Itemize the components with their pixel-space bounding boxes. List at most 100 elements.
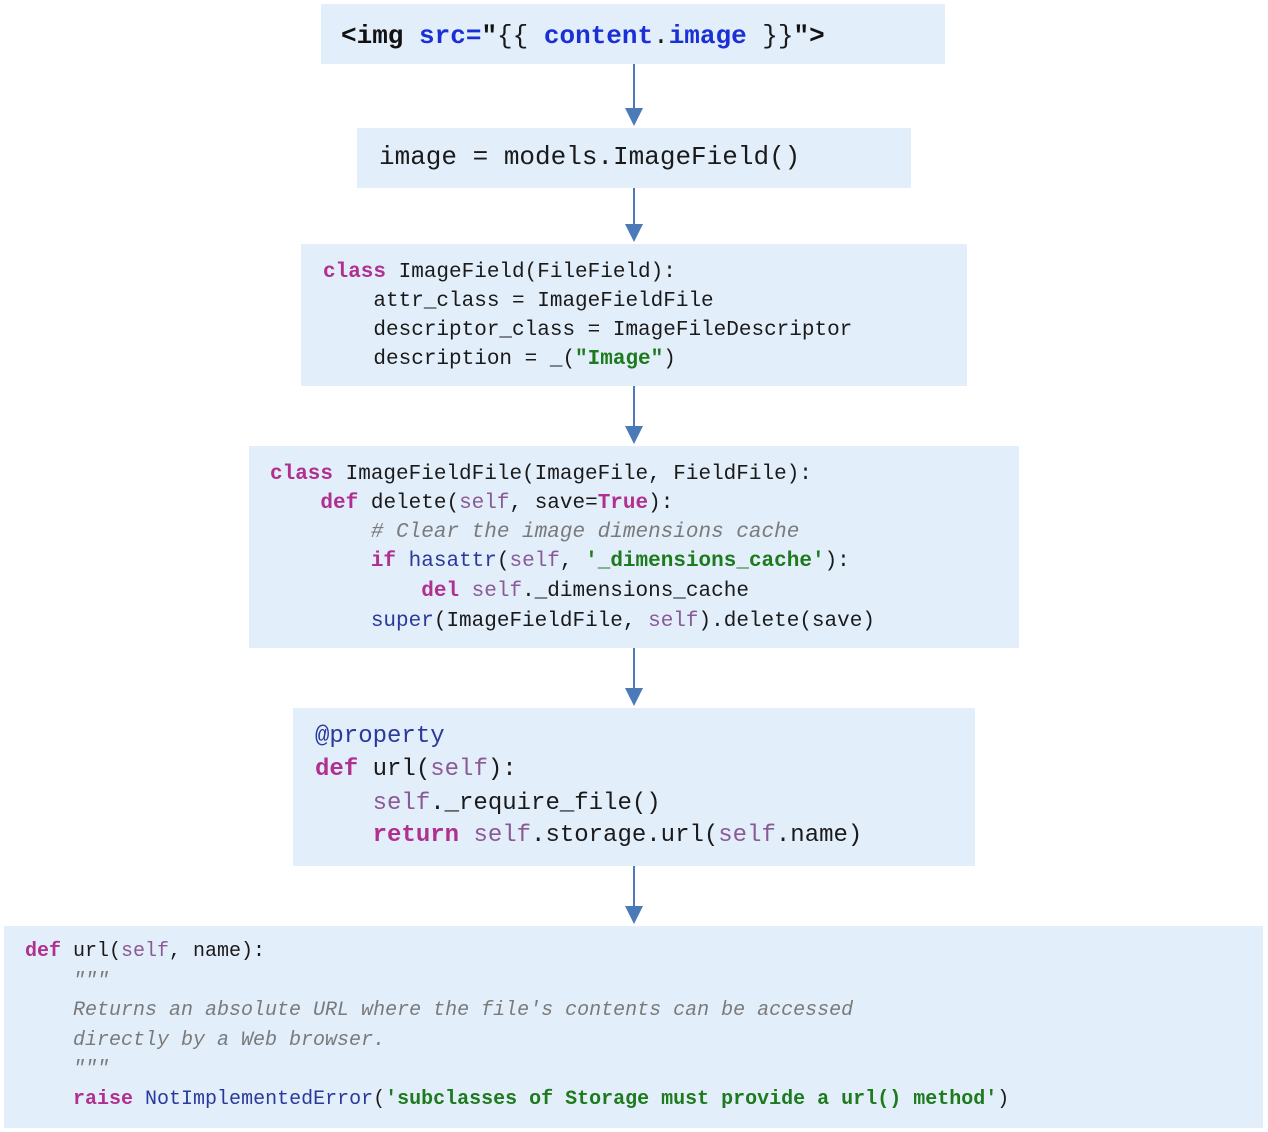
code-token: descriptor_class = ImageFileDescriptor [323, 319, 853, 342]
code-line: self._require_file() [315, 792, 661, 816]
code-line: del self._dimensions_cache [270, 581, 749, 602]
code-token: , name): [169, 940, 266, 963]
code-token: description = _( [323, 348, 576, 371]
code-token: 'subclasses of Storage must provide a ur… [385, 1088, 998, 1111]
flow-arrow [625, 188, 643, 242]
code-line: <img src="{{ content.image }}"> [341, 23, 825, 49]
flow-arrow [625, 648, 643, 706]
code-token [25, 999, 73, 1022]
code-token: (ImageFieldFile, [433, 610, 649, 633]
code-token: "Image" [575, 348, 664, 371]
code-token: url( [61, 940, 122, 963]
model-field-code-box: image = models.ImageField() [357, 128, 911, 188]
code-token: ._require_file() [430, 790, 661, 817]
code-token: , [559, 550, 586, 573]
code-token: """ [73, 970, 110, 993]
code-line: # Clear the image dimensions cache [270, 522, 799, 543]
code-token: ).delete(save) [698, 610, 875, 633]
flow-arrow [625, 866, 643, 924]
code-line: image = models.ImageField() [379, 144, 800, 170]
code-token: self [509, 550, 560, 573]
code-token: self [430, 756, 488, 783]
code-token: <img [341, 21, 420, 51]
code-token: '_dimensions_cache' [585, 550, 825, 573]
code-token: , save= [509, 492, 598, 515]
code-line: def delete(self, save=True): [270, 493, 673, 514]
code-token [25, 970, 73, 993]
flow-arrow [625, 64, 643, 126]
code-token: del [421, 580, 460, 603]
code-token: directly by a Web browser. [73, 1029, 386, 1052]
code-token: self [372, 790, 431, 817]
code-token [270, 521, 371, 544]
url-property-code-box: @property def url(self): self._require_f… [293, 708, 975, 866]
code-token: class [323, 261, 387, 284]
template-code-box: <img src="{{ content.image }}"> [321, 4, 945, 64]
code-token: if [370, 550, 397, 573]
code-line: description = _("Image") [323, 348, 676, 371]
code-token [133, 1088, 145, 1111]
code-line: def url(self): [315, 758, 517, 782]
code-line: raise NotImplementedError('subclasses of… [25, 1090, 1009, 1110]
code-token [459, 822, 473, 849]
code-token: .storage.url( [531, 822, 719, 849]
code-token: self [718, 822, 776, 849]
code-token [25, 1058, 73, 1081]
code-token: " [481, 21, 498, 51]
code-token: content [543, 21, 654, 51]
code-line: """ [25, 1060, 109, 1080]
code-token: True [597, 492, 649, 515]
code-token: self [473, 822, 532, 849]
code-token [25, 1088, 73, 1111]
code-token: ImageField(FileField): [386, 261, 676, 284]
code-token: self [121, 940, 170, 963]
code-token: ) [997, 1088, 1010, 1111]
flow-arrow [625, 386, 643, 444]
code-token: ImageFieldFile(ImageFile, FieldFile): [333, 463, 812, 486]
code-token [315, 822, 373, 849]
code-token: src= [419, 21, 482, 51]
code-token: hasattr [408, 550, 497, 573]
code-token: self [648, 610, 699, 633]
code-token: ) [663, 348, 676, 371]
code-token: ( [373, 1088, 386, 1111]
code-token: ._dimensions_cache [522, 580, 749, 603]
code-token: image [668, 21, 747, 51]
code-token: self [471, 580, 523, 603]
code-token: image = models.ImageField() [379, 142, 801, 172]
code-token [396, 550, 409, 573]
code-token: ): [824, 550, 850, 573]
code-token: # Clear the image dimensions cache [370, 521, 800, 544]
code-token: ( [496, 550, 510, 573]
code-token: @property [315, 723, 445, 750]
code-line: def url(self, name): [25, 942, 265, 962]
code-line: descriptor_class = ImageFileDescriptor [323, 320, 852, 341]
storage-url-code-box: def url(self, name): """ Returns an abso… [4, 926, 1263, 1128]
code-token [459, 580, 472, 603]
code-token [270, 610, 371, 633]
code-token: delete( [358, 492, 460, 515]
code-token: class [270, 463, 334, 486]
code-token: }} [746, 21, 794, 51]
code-token: """ [73, 1058, 110, 1081]
code-line: directly by a Web browser. [25, 1031, 385, 1051]
code-token: {{ [497, 21, 544, 51]
code-token: return [372, 822, 460, 849]
code-token: "> [793, 21, 825, 51]
code-line: return self.storage.url(self.name) [315, 822, 863, 849]
code-token: self [459, 492, 510, 515]
code-token: NotImplementedError [145, 1088, 374, 1111]
code-line: attr_class = ImageFieldFile [323, 290, 714, 313]
code-token: def [25, 940, 62, 963]
code-token: ): [487, 756, 517, 783]
code-line: class ImageFieldFile(ImageFile, FieldFil… [270, 464, 812, 485]
imagefieldfile-class-code-box: class ImageFieldFile(ImageFile, FieldFil… [249, 446, 1019, 648]
code-token: Returns an absolute URL where the file's… [73, 999, 854, 1022]
code-token [315, 790, 373, 817]
code-token: super [370, 610, 434, 633]
code-token: . [653, 21, 669, 51]
code-line: Returns an absolute URL where the file's… [25, 1001, 853, 1021]
code-token: attr_class = ImageFieldFile [323, 290, 714, 313]
code-token: url( [358, 756, 431, 783]
code-token: def [320, 492, 359, 515]
